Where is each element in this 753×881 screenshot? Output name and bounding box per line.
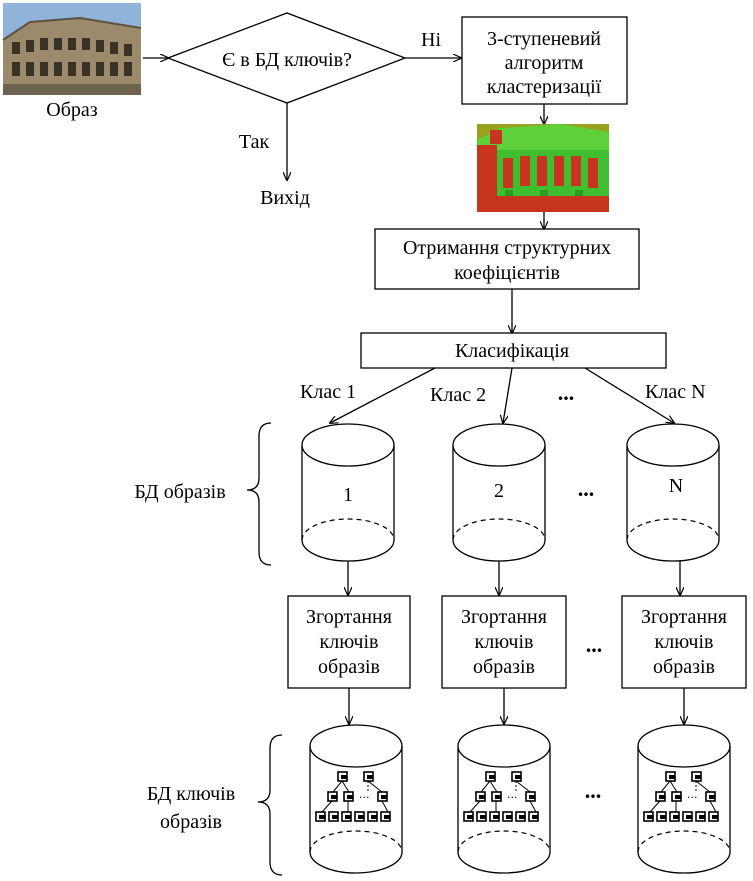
image-db-label: БД образів xyxy=(134,481,225,503)
folding-box-2 xyxy=(441,595,567,689)
clustering-line2: алгоритм xyxy=(505,52,584,74)
arrow-to-class2 xyxy=(503,367,513,423)
image-db-ellipsis: ... xyxy=(578,476,595,501)
decision-question: Є в БД ключів? xyxy=(222,49,352,71)
image-db-cylinder-1-label: 1 xyxy=(343,484,353,506)
clustering-line3: кластеризації xyxy=(487,76,602,98)
key-db-cylinder-2: ··· xyxy=(457,724,551,874)
key-db-ellipsis: ... xyxy=(585,778,602,803)
folding-box-2-line2: ключів xyxy=(475,631,534,653)
key-tree-icon: ··· xyxy=(643,771,719,822)
folding-ellipsis: ... xyxy=(586,632,603,657)
svg-text:···: ··· xyxy=(359,791,370,804)
key-tree-icon: ··· xyxy=(463,771,539,822)
folding-box-N-line1: Згортання xyxy=(641,606,727,628)
input-image xyxy=(2,3,142,95)
folding-box-N-line3: образів xyxy=(653,656,715,678)
folding-box-1 xyxy=(287,595,411,689)
key-db-label-line2: образів xyxy=(160,811,222,833)
classN-label: Клас N xyxy=(645,381,706,403)
image-db-cylinder-2-label: 2 xyxy=(494,480,504,502)
image-db-cylinder-1 xyxy=(301,423,395,562)
folding-box-1-line2: ключів xyxy=(320,631,379,653)
segmented-image xyxy=(477,124,609,212)
coefficients-box xyxy=(374,228,640,290)
input-image-caption: Образ xyxy=(46,99,97,121)
key-tree-icon: ··· xyxy=(315,771,391,822)
key-db-label-line1: БД ключів xyxy=(147,783,235,805)
image-db-cylinder-N xyxy=(626,423,720,562)
classification-box xyxy=(360,332,667,369)
folding-box-2-line1: Згортання xyxy=(461,606,547,628)
svg-text:···: ··· xyxy=(687,791,698,804)
clustering-box xyxy=(461,16,628,105)
image-db-cylinder-N-label: N xyxy=(669,475,683,497)
folding-box-1-line1: Згортання xyxy=(306,606,392,628)
class2-label: Клас 2 xyxy=(430,384,486,406)
coefficients-line1: Отримання структурних xyxy=(403,237,611,259)
key-db-brace xyxy=(257,734,283,876)
image-db-cylinder-2 xyxy=(452,423,546,562)
key-db-cylinder-N: ··· xyxy=(637,724,731,874)
no-branch-label: Ні xyxy=(421,29,441,51)
folding-box-N-line2: ключів xyxy=(655,631,714,653)
exit-label: Вихід xyxy=(260,187,310,209)
yes-branch-label: Так xyxy=(239,131,270,153)
clustering-line1: 3-ступеневий xyxy=(487,28,601,50)
folding-box-2-line3: образів xyxy=(473,656,535,678)
key-db-cylinder-1: ··· xyxy=(309,724,403,874)
coefficients-line2: коефіцієнтів xyxy=(454,262,560,284)
classes-ellipsis: ... xyxy=(558,380,575,405)
svg-text:···: ··· xyxy=(507,791,518,804)
image-db-brace xyxy=(246,422,272,566)
folding-box-1-line3: образів xyxy=(318,656,380,678)
arrow-to-class1 xyxy=(330,367,436,423)
classification-label: Класифікація xyxy=(455,340,569,362)
class1-label: Клас 1 xyxy=(300,381,356,403)
arrow-to-classN xyxy=(584,367,674,423)
